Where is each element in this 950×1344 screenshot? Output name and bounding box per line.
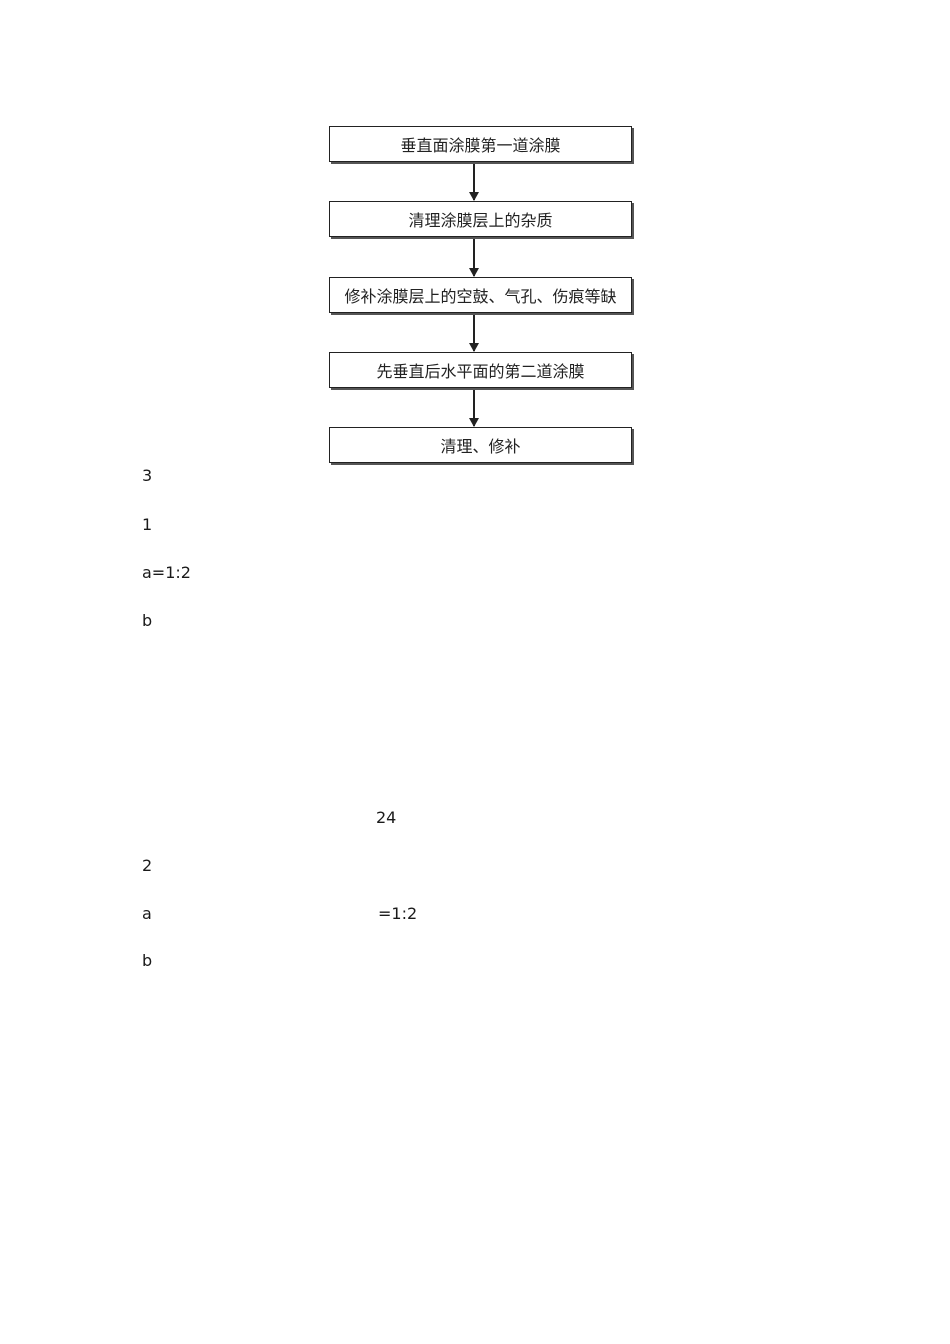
flow-arrow-1 [469, 164, 479, 201]
flow-arrow-4 [469, 390, 479, 427]
body-line-1: 3 [142, 466, 153, 485]
flow-step-5-label: 清理、修补 [440, 437, 521, 456]
flow-step-4: 先垂直后水平面的第二道涂膜 [329, 352, 632, 388]
body-line-7a: a [142, 904, 152, 923]
flow-arrow-3 [469, 315, 479, 352]
flow-step-5: 清理、修补 [329, 427, 632, 463]
flow-arrow-2 [469, 239, 479, 277]
flow-step-1-label: 垂直面涂膜第一道涂膜 [400, 136, 561, 155]
flow-step-3-label: 修补涂膜层上的空鼓、气孔、伤痕等缺 [344, 287, 617, 306]
flow-step-4-label: 先垂直后水平面的第二道涂膜 [376, 362, 585, 381]
body-line-8: b [142, 951, 153, 970]
body-line-7b: =1:2 [378, 904, 418, 923]
flow-step-1: 垂直面涂膜第一道涂膜 [329, 126, 632, 162]
body-line-2: 1 [142, 515, 153, 534]
process-flowchart: 垂直面涂膜第一道涂膜 清理涂膜层上的杂质 修补涂膜层上的空鼓、气孔、伤痕等缺 先… [0, 0, 950, 480]
flow-step-2: 清理涂膜层上的杂质 [329, 201, 632, 237]
body-line-4: b [142, 611, 153, 630]
body-line-3: a=1:2 [142, 563, 191, 582]
body-line-6: 2 [142, 856, 153, 875]
flow-step-3: 修补涂膜层上的空鼓、气孔、伤痕等缺 [329, 277, 632, 313]
flow-step-2-label: 清理涂膜层上的杂质 [408, 211, 553, 230]
body-line-5: 24 [376, 808, 397, 827]
